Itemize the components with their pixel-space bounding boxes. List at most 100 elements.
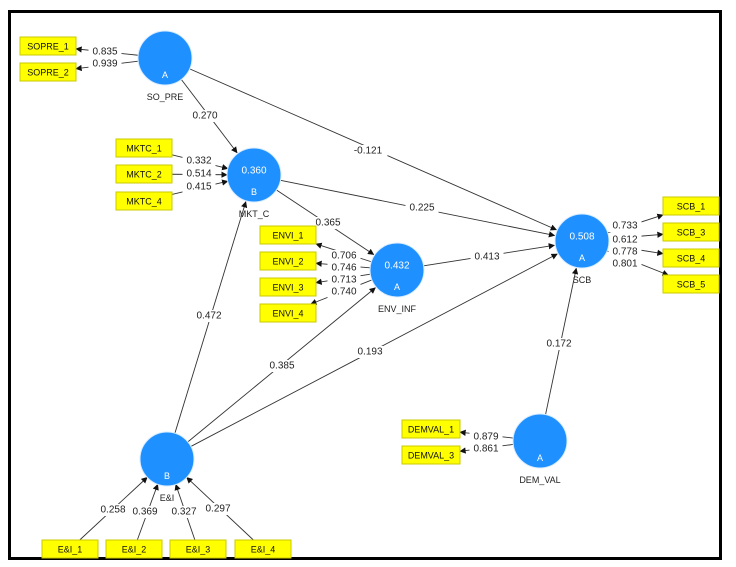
indicator-weight-scb-5-bg xyxy=(608,258,642,270)
indicator-box[interactable] xyxy=(115,138,173,158)
indicator-label: E&I_1 xyxy=(58,545,83,555)
indicator-box[interactable] xyxy=(662,222,720,242)
path-coef-eandi-to-scb: 0.193 xyxy=(353,346,387,358)
indicator-weight-envi-1-text: 0.706 xyxy=(331,251,356,262)
latent-circle[interactable] xyxy=(369,242,425,298)
indicator-demval-3[interactable]: DEMVAL_3 xyxy=(401,445,461,465)
indicator-weight-mktc-2-bg xyxy=(182,168,216,180)
indicator-eandi-2[interactable]: E&I_2 xyxy=(105,539,163,559)
latent-circle[interactable] xyxy=(512,413,568,469)
path-coef-so-pre-to-mkt-c-bg xyxy=(188,110,222,122)
indicator-envi-2[interactable]: ENVI_2 xyxy=(259,251,317,271)
indicator-scb-1[interactable]: SCB_1 xyxy=(662,196,720,216)
indicator-weight-eandi-2-text: 0.369 xyxy=(132,507,157,518)
indicator-label: SCB_4 xyxy=(677,254,706,264)
indicator-box[interactable] xyxy=(401,419,461,439)
indicator-envi-1[interactable]: ENVI_1 xyxy=(259,225,317,245)
path-coef-mkt-c-to-scb-bg xyxy=(405,202,439,214)
indicator-sopre-2[interactable]: SOPRE_2 xyxy=(19,62,77,82)
latent-mode: B xyxy=(251,187,257,197)
indicator-box[interactable] xyxy=(19,62,77,82)
indicator-label: DEMVAL_3 xyxy=(408,451,454,461)
indicator-weight-envi-1: 0.706 xyxy=(327,250,361,262)
indicator-mktc-1[interactable]: MKTC_1 xyxy=(115,138,173,158)
indicator-demval-1[interactable]: DEMVAL_1 xyxy=(401,419,461,439)
indicator-weight-scb-4-bg xyxy=(608,246,642,258)
indicator-weight-eandi-4-text: 0.297 xyxy=(205,504,230,515)
latent-circle[interactable] xyxy=(139,431,195,487)
path-coef-so-pre-to-mkt-c-text: 0.270 xyxy=(192,111,217,122)
indicator-box[interactable] xyxy=(662,196,720,216)
indicator-weight-sopre-2: 0.939 xyxy=(88,58,122,70)
indicator-weight-scb-1-bg xyxy=(608,220,642,232)
indicator-box[interactable] xyxy=(259,277,317,297)
indicator-weight-sopre-1-bg xyxy=(88,46,122,58)
indicator-envi-3[interactable]: ENVI_3 xyxy=(259,277,317,297)
indicator-box[interactable] xyxy=(41,539,99,559)
indicator-weight-scb-1: 0.733 xyxy=(608,220,642,232)
indicator-box[interactable] xyxy=(169,539,227,559)
indicator-weight-scb-3-text: 0.612 xyxy=(612,235,637,246)
indicator-box[interactable] xyxy=(662,274,720,294)
indicator-box[interactable] xyxy=(259,225,317,245)
indicator-envi-4[interactable]: ENVI_4 xyxy=(259,303,317,323)
edge-labels-layer: 0.270-0.1210.2250.3650.4130.4720.3850.19… xyxy=(88,46,642,518)
indicator-eandi-1[interactable]: E&I_1 xyxy=(41,539,99,559)
indicator-eandi-3[interactable]: E&I_3 xyxy=(169,539,227,559)
indicator-eandi-4[interactable]: E&I_4 xyxy=(234,539,292,559)
indicator-mktc-4[interactable]: MKTC_4 xyxy=(115,191,173,211)
path-coef-eandi-to-env-inf-bg xyxy=(265,360,299,372)
indicator-weight-mktc-1-text: 0.332 xyxy=(186,156,211,167)
indicator-box[interactable] xyxy=(19,36,77,56)
indicator-mktc-2[interactable]: MKTC_2 xyxy=(115,164,173,184)
indicator-box[interactable] xyxy=(662,248,720,268)
indicator-weight-scb-4: 0.778 xyxy=(608,246,642,258)
path-coef-so-pre-to-scb: -0.121 xyxy=(348,145,388,157)
indicator-box[interactable] xyxy=(401,445,461,465)
indicator-scb-4[interactable]: SCB_4 xyxy=(662,248,720,268)
indicator-weight-envi-4-text: 0.740 xyxy=(331,287,356,298)
path-coef-eandi-to-mkt-c: 0.472 xyxy=(192,310,226,322)
indicator-weight-envi-2-bg xyxy=(327,262,361,274)
latent-circle[interactable] xyxy=(554,213,610,269)
latent-so-pre[interactable]: ASO_PRE xyxy=(137,30,193,102)
diagram-frame xyxy=(8,10,722,560)
path-coef-env-inf-to-scb-text: 0.413 xyxy=(474,252,499,263)
indicator-weight-sopre-1: 0.835 xyxy=(88,46,122,58)
indicator-weight-eandi-3-text: 0.327 xyxy=(171,507,196,518)
indicator-box[interactable] xyxy=(234,539,292,559)
indicator-label: SCB_3 xyxy=(677,228,706,238)
path-coef-env-inf-to-scb: 0.413 xyxy=(470,251,504,263)
latent-circle[interactable] xyxy=(226,147,282,203)
indicator-sopre-1[interactable]: SOPRE_1 xyxy=(19,36,77,56)
path-coef-eandi-to-mkt-c-text: 0.472 xyxy=(196,311,221,322)
latent-circle[interactable] xyxy=(137,30,193,86)
indicator-weight-demval-3-text: 0.861 xyxy=(473,444,498,455)
indicator-scb-5[interactable]: SCB_5 xyxy=(662,274,720,294)
indicator-box[interactable] xyxy=(259,303,317,323)
indicator-weight-sopre-1-text: 0.835 xyxy=(92,47,117,58)
indicator-weight-eandi-3-bg xyxy=(167,506,201,518)
indicator-box[interactable] xyxy=(259,251,317,271)
path-coef-eandi-to-env-inf-text: 0.385 xyxy=(269,361,294,372)
indicator-label: ENVI_1 xyxy=(272,231,303,241)
indicator-scb-3[interactable]: SCB_3 xyxy=(662,222,720,242)
indicator-box[interactable] xyxy=(115,191,173,211)
indicator-label: ENVI_3 xyxy=(272,283,303,293)
latent-eandi[interactable]: BE&I xyxy=(139,431,195,503)
indicator-weight-mktc-2-text: 0.514 xyxy=(186,169,211,180)
path-coef-dem-val-to-scb-bg xyxy=(542,338,576,350)
path-coef-dem-val-to-scb-text: 0.172 xyxy=(546,339,571,350)
indicator-box[interactable] xyxy=(115,164,173,184)
path-coef-env-inf-to-scb-bg xyxy=(470,251,504,263)
latent-name: ENV_INF xyxy=(378,304,417,314)
indicator-label: MKTC_4 xyxy=(126,197,162,207)
path-coef-eandi-to-scb-bg xyxy=(353,346,387,358)
indicator-box[interactable] xyxy=(105,539,163,559)
indicator-label: MKTC_1 xyxy=(126,144,162,154)
latent-name: DEM_VAL xyxy=(519,475,560,485)
